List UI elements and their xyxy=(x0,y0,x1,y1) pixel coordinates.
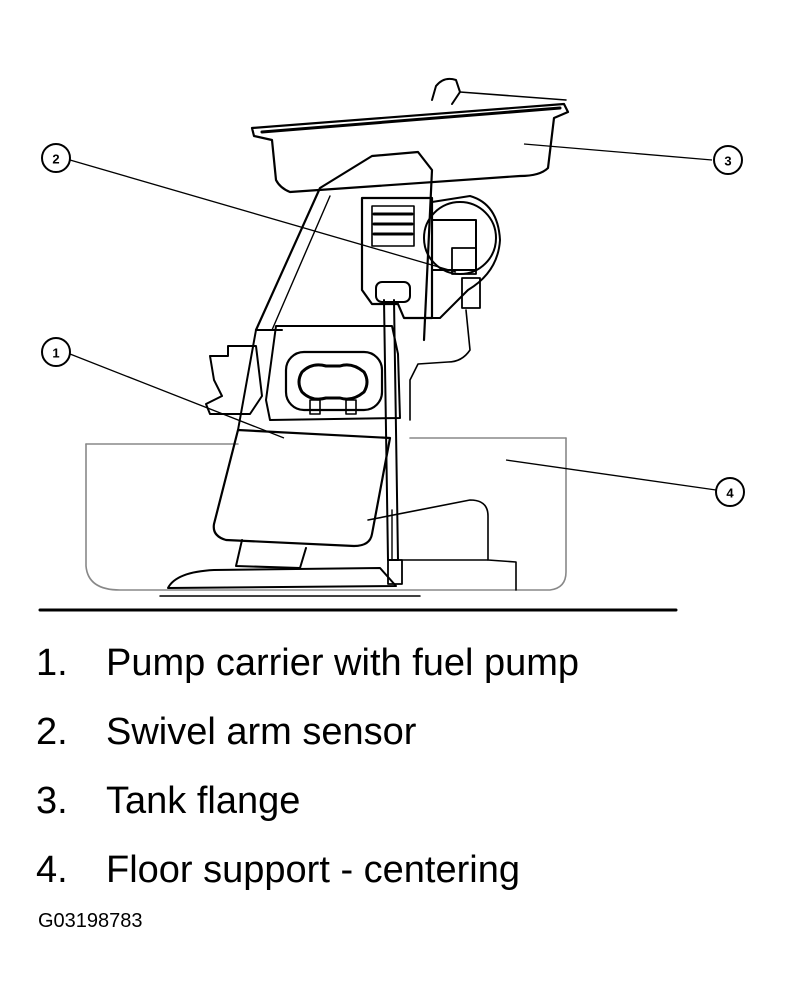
sensor-block xyxy=(431,219,477,271)
tank-flange-pipe xyxy=(459,91,567,101)
sensor-cap xyxy=(375,281,411,303)
connector-socket-inner xyxy=(297,363,369,401)
callout-number-1: 1 xyxy=(52,346,59,361)
legend-label: Tank flange xyxy=(106,779,301,822)
floor-support-inner-line xyxy=(391,509,489,561)
sensor-plug xyxy=(461,277,481,309)
connector-tab-left xyxy=(309,399,321,415)
sensor-coil xyxy=(371,205,415,247)
callout-leader-1 xyxy=(69,353,285,439)
callout-circle-1 xyxy=(41,337,71,367)
fuel-rod-base xyxy=(387,559,403,585)
legend-label: Swivel arm sensor xyxy=(106,710,417,753)
pump-carrier-body xyxy=(212,428,392,548)
connector-tab-right xyxy=(345,399,357,415)
legend-item: 1. Pump carrier with fuel pump xyxy=(36,628,776,697)
legend-number: 3. xyxy=(36,779,68,822)
tank-flange xyxy=(250,102,570,194)
legend: 1. Pump carrier with fuel pump 2. Swivel… xyxy=(36,628,776,904)
pump-carrier-column-inner xyxy=(271,195,331,331)
callout-number-3: 3 xyxy=(724,154,731,169)
callout-leader-3 xyxy=(523,143,713,161)
legend-number: 4. xyxy=(36,848,68,891)
sensor-wheel xyxy=(423,201,497,275)
pump-foot-neck xyxy=(235,539,307,569)
carrier-bracket xyxy=(205,345,263,415)
legend-item: 2. Swivel arm sensor xyxy=(36,697,776,766)
pump-carrier-column-edge xyxy=(237,329,283,431)
legend-item: 4. Floor support - centering xyxy=(36,835,776,904)
legend-item: 3. Tank flange xyxy=(36,766,776,835)
callout-circle-3 xyxy=(713,145,743,175)
tank-flange-rim xyxy=(260,106,562,134)
sensor-housing xyxy=(360,196,434,320)
sensor-wire xyxy=(409,309,471,421)
legend-number: 2. xyxy=(36,710,68,753)
figure-id: G03198783 xyxy=(38,910,143,932)
callout-number-4: 4 xyxy=(726,486,734,501)
tank-flange-nozzle xyxy=(431,77,461,105)
callout-leader-4 xyxy=(505,459,717,491)
legend-number: 1. xyxy=(36,641,68,684)
sensor-clip xyxy=(451,247,477,275)
floor-support-ramp xyxy=(367,499,517,591)
callout-number-2: 2 xyxy=(52,152,59,167)
fuel-rod xyxy=(383,299,399,561)
pump-foot xyxy=(167,567,397,589)
callout-circle-4 xyxy=(715,477,745,507)
fuel-pump-diagram: 1 2 3 4 xyxy=(38,77,745,612)
legend-label: Floor support - centering xyxy=(106,848,520,891)
callout-circle-2 xyxy=(41,143,71,173)
sensor-arm-body xyxy=(431,195,501,319)
carrier-bracket-plate xyxy=(265,325,401,421)
connector-socket xyxy=(284,350,384,412)
callout-leader-2 xyxy=(69,159,457,273)
floor-support-tray xyxy=(85,437,567,591)
legend-label: Pump carrier with fuel pump xyxy=(106,641,580,684)
